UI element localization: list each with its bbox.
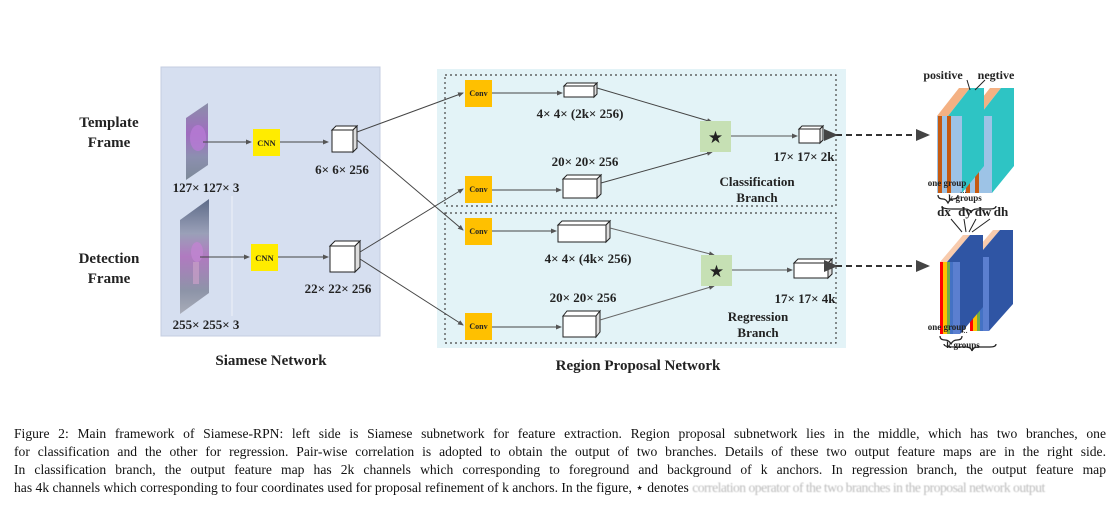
caption-line-2: for classification and the other for reg… — [14, 444, 1106, 459]
reg-detection-conv — [465, 313, 492, 340]
caption-line-4-text: has 4k channels which corresponding to f… — [14, 480, 689, 495]
template-image — [186, 103, 208, 180]
reg-template-conv — [465, 218, 492, 245]
detection-feature-label: 22× 22× 256 — [305, 281, 372, 296]
cls-search-label: 20× 20× 256 — [552, 154, 619, 169]
cls-branch-title-2: Branch — [736, 190, 778, 205]
cls-search-cube — [561, 173, 603, 200]
caption-obscured-text: correlation operator of the two branches… — [692, 480, 1045, 495]
rpn-panel — [437, 69, 846, 348]
cls-kernel-cube — [562, 81, 599, 99]
reg-output-cube — [792, 257, 834, 280]
cls-template-conv-label: Conv — [469, 89, 487, 98]
cls-kernel-label: 4× 4× (2k× 256) — [537, 106, 624, 121]
cls-template-conv — [465, 80, 492, 107]
regression-branch-box — [444, 212, 837, 344]
reg-feature-map-illustration: ... — [939, 218, 1013, 352]
reg-kernel-cube — [556, 219, 612, 244]
svg-text:...: ... — [960, 185, 967, 195]
cls-one-group-label: one group — [928, 178, 967, 188]
cls-output-cube — [797, 124, 825, 145]
caption-line-4: has 4k channels which corresponding to f… — [14, 479, 1106, 497]
rpn-title: Region Proposal Network — [556, 358, 721, 374]
figure-caption: Figure 2: Main framework of Siamese-RPN:… — [14, 425, 1106, 497]
caption-line-1: Figure 2: Main framework of Siamese-RPN:… — [14, 426, 1106, 441]
reg-dx-label: dx — [937, 204, 951, 219]
template-cnn-label: CNN — [257, 138, 276, 148]
template-feature-label: 6× 6× 256 — [315, 162, 369, 177]
reg-one-group-label: one group — [928, 322, 967, 332]
reg-kernel-label: 4× 4× (4k× 256) — [545, 251, 632, 266]
caption-line-3: In classification branch, the output fea… — [14, 462, 1106, 477]
cls-output-label: 17× 17× 2k — [773, 149, 835, 164]
cls-feature-map-illustration: ... — [937, 79, 1014, 214]
reg-correlation-symbol: ★ — [709, 262, 724, 281]
detection-cnn-label: CNN — [255, 253, 274, 263]
cls-detection-conv — [465, 176, 492, 203]
template-size-label: 127× 127× 3 — [173, 180, 240, 195]
detection-frame-label-2: Frame — [88, 271, 131, 287]
reg-template-conv-label: Conv — [469, 227, 487, 236]
detection-frame-label: Detection — [79, 251, 140, 267]
siamese-rpn-diagram: Template Frame Detection Frame 127× 127×… — [79, 66, 1015, 374]
reg-dh-label: dh — [994, 204, 1009, 219]
template-frame-label: Template — [79, 115, 139, 131]
detection-feature-cube — [328, 239, 362, 274]
detection-size-label: 255× 255× 3 — [173, 317, 240, 332]
cls-correlation-symbol: ★ — [708, 128, 723, 147]
reg-correlation-node — [701, 255, 732, 286]
template-cnn-block — [253, 129, 280, 156]
reg-k-groups-label: k groups — [946, 340, 980, 350]
cls-positive-label: positive — [923, 68, 963, 82]
cls-detection-conv-label: Conv — [469, 185, 487, 194]
reg-branch-title: Regression — [728, 309, 789, 324]
siamese-network-title: Siamese Network — [215, 353, 327, 369]
reg-dw-label: dw — [975, 204, 992, 219]
reg-search-cube — [561, 309, 602, 339]
reg-dy-label: dy — [958, 204, 972, 219]
svg-text:...: ... — [961, 325, 968, 335]
cls-correlation-node — [700, 121, 731, 152]
template-feature-cube — [330, 124, 359, 154]
cls-negative-label: negtive — [978, 68, 1015, 82]
reg-detection-conv-label: Conv — [469, 322, 487, 331]
cls-k-groups-label: k groups — [948, 193, 982, 203]
cls-branch-title: Classification — [719, 174, 795, 189]
reg-search-label: 20× 20× 256 — [550, 290, 617, 305]
template-frame-label-2: Frame — [88, 135, 131, 151]
detection-cnn-block — [251, 244, 278, 271]
reg-output-label: 17× 17× 4k — [774, 291, 836, 306]
reg-branch-title-2: Branch — [737, 325, 779, 340]
